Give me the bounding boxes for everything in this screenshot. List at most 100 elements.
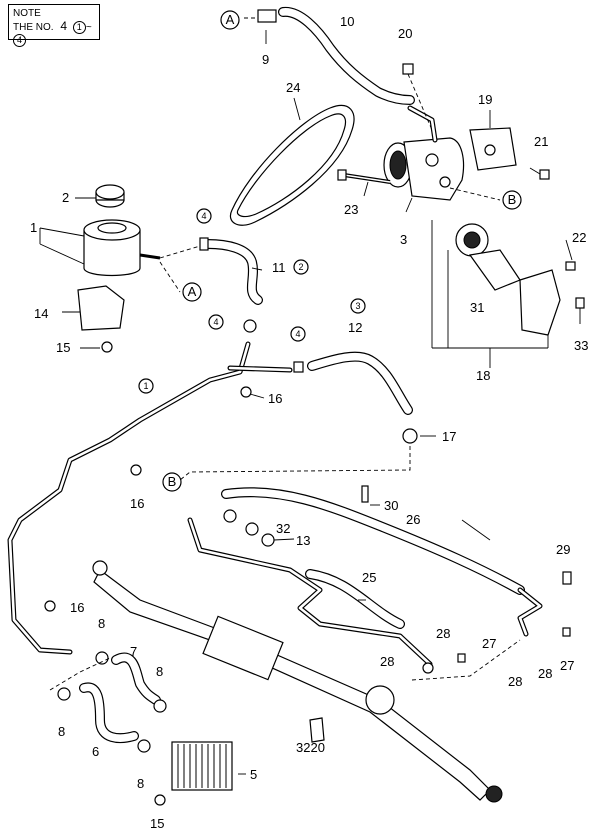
label-9: 9 [262, 52, 269, 67]
ref-circle-3: 3 [350, 298, 366, 314]
clip-17 [402, 428, 418, 444]
steering-gear-3220 [92, 560, 503, 803]
note-box: NOTE THE NO. 4 1~4 [8, 4, 100, 47]
bolt-22 [565, 261, 576, 271]
washer-32 [245, 522, 259, 536]
drive-belt-24 [229, 104, 355, 226]
bolt-16b [130, 464, 142, 476]
ref-circle-2: 2 [293, 259, 309, 275]
label-24: 24 [286, 80, 300, 95]
return-hose-12 [307, 351, 413, 415]
ref-circle-4c: 4 [290, 326, 306, 342]
pressure-hose-10 [278, 6, 415, 105]
label-1: 1 [30, 220, 37, 235]
bolt-21 [539, 169, 550, 180]
washer-28 [422, 662, 434, 674]
note-number: 4 [60, 19, 68, 33]
fitting-28-left [223, 509, 237, 523]
label-12: 12 [348, 320, 362, 335]
cooler-tube-1 [7, 341, 293, 655]
cooler-hose-7 [111, 652, 161, 705]
svg-text:3: 3 [355, 301, 360, 311]
label-16b: 16 [130, 496, 144, 511]
note-line: THE NO. 4 1~4 [13, 20, 95, 47]
label-20: 20 [398, 26, 412, 41]
note-range-end: 4 [13, 34, 26, 47]
label-8b: 8 [58, 724, 65, 739]
svg-text:A: A [226, 12, 235, 27]
label-30: 30 [384, 498, 398, 513]
bolt-13 [261, 533, 275, 547]
label-19: 19 [478, 92, 492, 107]
clamp-12 [293, 361, 304, 373]
ref-circle-4a: 4 [196, 208, 212, 224]
label-25: 25 [362, 570, 376, 585]
bolt-20 [402, 63, 414, 75]
svg-text:4: 4 [213, 317, 218, 327]
label-15a: 15 [56, 340, 70, 355]
svg-text:2: 2 [298, 262, 303, 272]
bolt-20-line [407, 73, 433, 131]
label-8d: 8 [137, 776, 144, 791]
label-6: 6 [92, 744, 99, 759]
cooler-hose-6 [79, 682, 139, 743]
bolt-15-top [101, 341, 113, 353]
label-3: 3 [400, 232, 407, 247]
svg-text:B: B [508, 192, 517, 207]
label-16c: 16 [70, 600, 84, 615]
label-18: 18 [476, 368, 490, 383]
note-title: NOTE [13, 8, 41, 19]
label-13: 13 [296, 533, 310, 548]
bolt-27a [457, 653, 466, 663]
label-3220: 3220 [296, 740, 325, 755]
reservoir-cap-2 [95, 184, 125, 208]
label-8a: 8 [98, 616, 105, 631]
label-2: 2 [62, 190, 69, 205]
label-10: 10 [340, 14, 354, 29]
idler-pulley-31 [455, 223, 521, 291]
svg-text:B: B [168, 474, 177, 489]
reservoir-bracket-14 [77, 285, 125, 331]
reservoir-1 [83, 219, 161, 277]
label-16a: 16 [268, 391, 282, 406]
label-5: 5 [250, 767, 257, 782]
bolt-16c [44, 600, 56, 612]
label-8c: 8 [156, 664, 163, 679]
label-31: 31 [470, 300, 484, 315]
oil-cooler-5 [171, 741, 233, 791]
svg-text:A: A [188, 284, 197, 299]
label-27a: 27 [482, 636, 496, 651]
note-range-sep: ~ [85, 22, 92, 33]
leader-lines [62, 30, 581, 775]
bolt-29 [562, 571, 572, 585]
hose-clip-9 [257, 9, 277, 23]
pump-bolt-23 [337, 169, 391, 184]
clamp-8d [137, 739, 151, 753]
label-22: 22 [572, 230, 586, 245]
label-32: 32 [276, 521, 290, 536]
clamp-11 [199, 237, 209, 251]
bolt-16a [240, 386, 252, 398]
clamp-8c [153, 699, 167, 713]
fitting-4 [243, 319, 257, 333]
part-labels: 1 2 3 5 6 7 8 8 8 8 9 10 11 12 13 14 15 … [30, 14, 588, 831]
label-28d: 28 [508, 674, 522, 689]
note-range-start: 1 [72, 21, 86, 34]
bracket-hole [484, 144, 496, 156]
label-17: 17 [442, 429, 456, 444]
label-23: 23 [344, 202, 358, 217]
note-text: THE NO. [13, 22, 54, 33]
idler-bracket [519, 269, 561, 336]
label-21: 21 [534, 134, 548, 149]
clamp-8a [95, 651, 109, 665]
pressure-hose-26 [221, 487, 525, 595]
label-28c: 28 [538, 666, 552, 681]
clamp-8b [57, 687, 71, 701]
label-14: 14 [34, 306, 48, 321]
power-steering-pump-3 [383, 105, 465, 201]
svg-text:4: 4 [201, 211, 206, 221]
svg-text:4: 4 [295, 329, 300, 339]
ref-a-top: A [220, 10, 240, 30]
